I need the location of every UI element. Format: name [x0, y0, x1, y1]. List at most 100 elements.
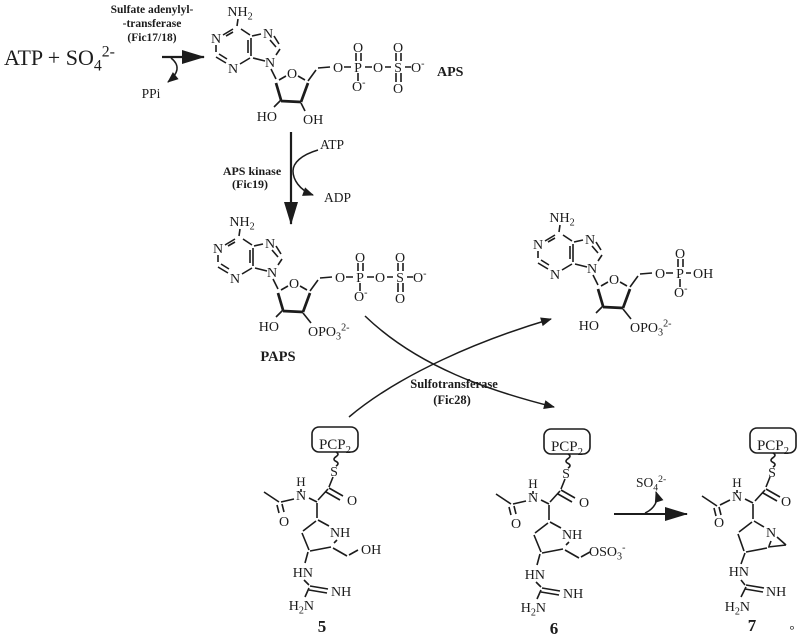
aps-atom-n3: N [228, 62, 238, 77]
c6-atom-h2n: H2N [521, 601, 546, 619]
paps-atom-n9: N [267, 266, 277, 281]
c7-atom-h2n: H2N [725, 600, 750, 618]
paps-o-below-p: O- [354, 288, 368, 305]
pap-atom-n3: N [550, 268, 560, 283]
paps-name: PAPS [260, 349, 295, 365]
enzyme1-name-line1: Sulfate adenylyl- [111, 4, 194, 16]
c6-pcp2-label: PCP2 [551, 439, 583, 458]
released-sulfate: SO42- [636, 474, 666, 494]
enzyme3-name-line2: (Fic28) [433, 393, 470, 407]
c5-atom-h: H [296, 474, 305, 489]
arrow-compound5-to-pap [348, 317, 552, 418]
pap-atom-nh2: NH2 [549, 211, 574, 229]
molecule-pap-structure [536, 223, 691, 320]
c6-atom-oso3: OSO3- [589, 543, 625, 563]
paps-c3-opo3-bond [302, 312, 312, 324]
c6-atom-nh-ring: NH [562, 528, 582, 543]
c7-atom-nh-guanidine: NH [766, 585, 786, 600]
c5-atom-hn: HN [293, 566, 313, 581]
enzyme1-name-line2: -transferase [123, 18, 182, 30]
c7-atom-o-acetyl: O [714, 516, 724, 531]
aps-atom-n1: N [211, 32, 221, 47]
adenosine-skeleton [215, 18, 331, 108]
c6-atom-o-thioester: O [579, 496, 589, 511]
c5-pcp2-label: PCP2 [319, 437, 351, 456]
molecule-compound7-structure [701, 427, 797, 598]
molecule-compound5-structure [263, 426, 359, 598]
aps-c3-oh-bond [300, 102, 306, 112]
paps-chain-p: P [356, 271, 364, 286]
c7-atom-h: H [732, 475, 741, 490]
aps-chain-o-terminal: O- [411, 59, 425, 76]
pap-chain-oh: OH [693, 267, 713, 282]
thioester-wavy-bond [333, 451, 339, 467]
pap-o-below-p: O- [674, 284, 688, 301]
paps-atom-ho: HO [259, 320, 279, 335]
c6-atom-o-acetyl: O [511, 517, 521, 532]
paps-atom-ribose-o: O [289, 277, 299, 292]
c7-atom-n-ring: N [766, 526, 776, 541]
aps-atom-n9: N [265, 56, 275, 71]
c5-atom-nh-guanidine: NH [331, 585, 351, 600]
enzyme2-name-line1: APS kinase [223, 164, 282, 178]
reactants-expression: ATP + SO42- [4, 44, 115, 75]
c6-atom-hn: HN [525, 568, 545, 583]
aps-o-below-s: O [393, 82, 403, 97]
cofactor-atp: ATP [320, 137, 344, 152]
pcp2-box [311, 426, 359, 453]
arrow-sulfate-release [644, 491, 664, 514]
c7-atom-s: S [768, 466, 776, 481]
c7-number: 7 [748, 616, 757, 635]
paps-atom-n3: N [230, 272, 240, 287]
pap-atom-ho: HO [579, 319, 599, 334]
c7-atom-o-thioester: O [781, 495, 791, 510]
paps-o-below-s: O [395, 292, 405, 307]
molecule-aps-structure [215, 18, 411, 112]
aps-chain-p: P [354, 61, 362, 76]
c5-atom-s: S [330, 465, 338, 480]
aps-o-above-s: O [393, 41, 403, 56]
aps-atom-ho: HO [257, 110, 277, 125]
pap-phosphate-bonds [666, 259, 691, 287]
reaction-arrows [162, 50, 688, 521]
paps-atom-n7: N [265, 237, 275, 252]
c5-atom-nh-ring: NH [330, 526, 350, 541]
paps-chain-o1: O [335, 271, 345, 286]
phosphosulfate-chain-bonds [344, 53, 411, 82]
byproduct-ppi: PPi [142, 86, 161, 101]
aps-atom-ribose-o: O [287, 67, 297, 82]
c7-atom-n: N [732, 490, 742, 505]
c5-atom-n: N [296, 489, 306, 504]
arrow-paps-to-compound6 [364, 315, 555, 409]
c6-atom-s: S [562, 467, 570, 482]
molecule-paps-structure [216, 227, 414, 324]
aps-atom-nh2: NH2 [227, 5, 252, 23]
pcp-intermediate-skeleton [263, 426, 359, 598]
paps-atom-opo3: OPO32- [308, 323, 349, 343]
c7-pcp2-label: PCP2 [757, 438, 789, 457]
c6-atom-h: H [528, 476, 537, 491]
pap-atom-opo3: OPO32- [630, 319, 671, 339]
aps-chain-o2: O [373, 61, 383, 76]
c5-atom-o-acetyl: O [279, 515, 289, 530]
arrow-ppi-branch [167, 57, 179, 83]
pap-o-above-p: O [675, 247, 685, 262]
c5-atom-o-thioester: O [347, 494, 357, 509]
aps-atom-oh: OH [303, 113, 323, 128]
enzyme3-name-line1: Sulfotransferase [410, 377, 498, 391]
paps-o-above-s: O [395, 251, 405, 266]
paps-chain-s: S [396, 271, 404, 286]
aps-chain-s: S [394, 61, 402, 76]
paps-chain-o-terminal: O- [413, 269, 427, 286]
c5-atom-h2n: H2N [289, 599, 314, 617]
paps-o-above-p: O [355, 251, 365, 266]
paps-atom-nh2: NH2 [229, 215, 254, 233]
pap-chain-o1: O [655, 267, 665, 282]
thioester-wavy-bond [770, 452, 776, 468]
c6-number: 6 [550, 619, 559, 638]
aps-name: APS [437, 65, 464, 80]
pap-chain-p: P [676, 267, 684, 282]
c5-number: 5 [318, 617, 327, 636]
